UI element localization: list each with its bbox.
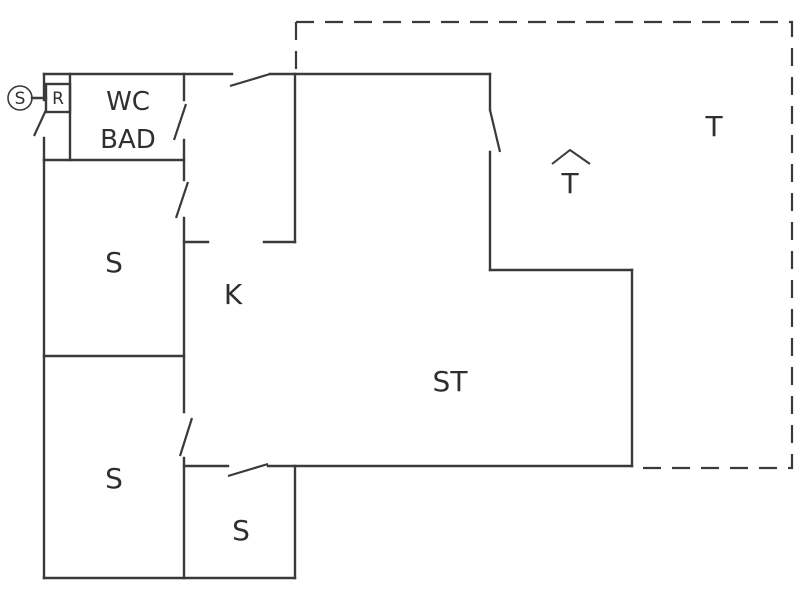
- roof-icon: [551, 148, 591, 165]
- doors: [33, 72, 502, 478]
- symbols: S R: [7, 85, 64, 111]
- door-bedroom-top: [174, 181, 190, 219]
- interior-walls: [42, 72, 297, 580]
- room-label-terrace: T: [704, 110, 723, 143]
- door-small-room: [227, 462, 269, 478]
- room-label-bedroom-small: S: [232, 514, 250, 547]
- door-wc: [172, 103, 188, 141]
- room-label-living: ST: [433, 365, 469, 398]
- door-entry: [33, 109, 47, 137]
- room-label-bedroom-top: S: [105, 246, 123, 279]
- room-label-terrace-roofed: T: [560, 167, 579, 200]
- terrace-outline: [294, 20, 794, 470]
- room-label-kitchen: K: [224, 278, 243, 311]
- room-label-bad: BAD: [100, 125, 156, 155]
- r-box-label: R: [52, 89, 64, 109]
- s-circle-label: S: [15, 89, 26, 109]
- door-top: [229, 72, 271, 88]
- outer-walls: [42, 72, 634, 580]
- door-bedroom-mid: [178, 417, 194, 457]
- door-st-terrace: [488, 109, 502, 153]
- room-label-bedroom-mid: S: [105, 462, 123, 495]
- room-label-wc: WC: [106, 87, 150, 117]
